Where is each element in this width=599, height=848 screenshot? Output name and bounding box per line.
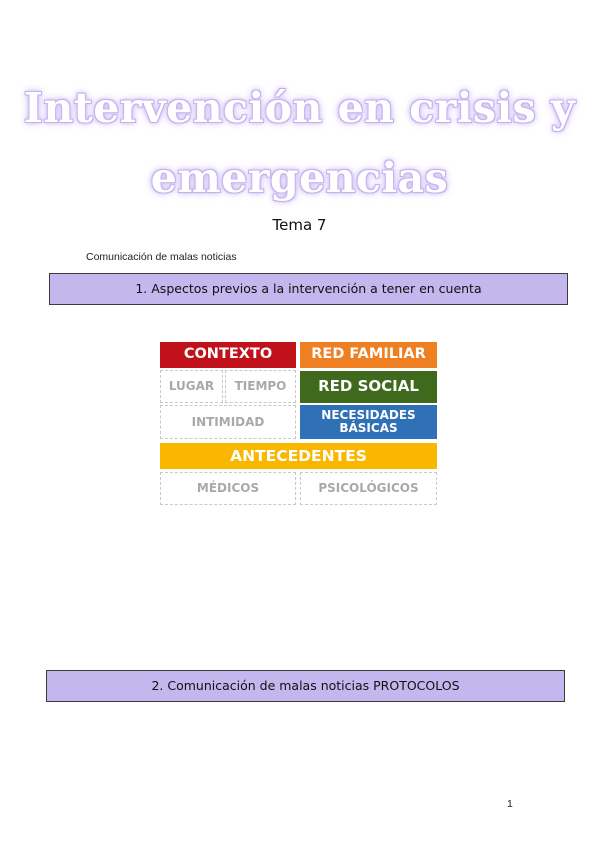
context-infographic: CONTEXTO RED FAMILIAR LUGAR TIEMPO RED S… — [160, 342, 437, 506]
topic-subtitle: Tema 7 — [272, 216, 327, 234]
document-title-line1: Intervención en crisis y — [23, 84, 576, 132]
page-number: 1 — [507, 798, 513, 810]
medicos-block: MÉDICOS — [160, 472, 296, 505]
necesidades-basicas-block: NECESIDADES BÁSICAS — [300, 405, 437, 439]
section-heading-2: 2. Comunicación de malas noticias PROTOC… — [46, 670, 565, 702]
antecedentes-block: ANTECEDENTES — [160, 443, 437, 469]
psicologicos-block: PSICOLÓGICOS — [300, 472, 437, 505]
red-social-block: RED SOCIAL — [300, 371, 437, 403]
contexto-block: CONTEXTO — [160, 342, 296, 368]
document-title-line2: emergencias — [150, 154, 449, 202]
lugar-block: LUGAR — [160, 370, 223, 403]
topic-caption: Comunicación de malas noticias — [86, 251, 237, 263]
tiempo-block: TIEMPO — [225, 370, 296, 403]
intimidad-block: INTIMIDAD — [160, 405, 296, 439]
section-heading-1: 1. Aspectos previos a la intervención a … — [49, 273, 568, 305]
red-familiar-block: RED FAMILIAR — [300, 342, 437, 368]
